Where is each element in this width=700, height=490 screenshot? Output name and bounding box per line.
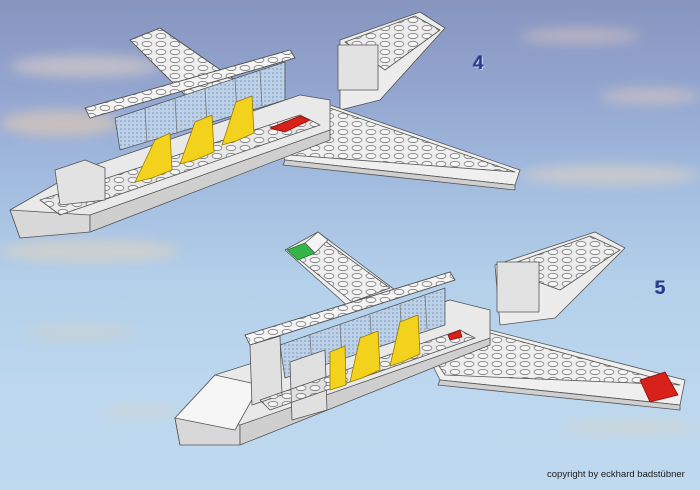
step-number-4: 4 bbox=[473, 53, 484, 74]
cloud bbox=[560, 420, 700, 434]
cloud bbox=[600, 88, 700, 104]
step-4-airplane bbox=[9, 11, 521, 239]
cloud bbox=[10, 55, 160, 77]
cloud bbox=[0, 240, 180, 262]
step-number-5: 5 bbox=[655, 278, 666, 299]
step-5-airplane bbox=[174, 231, 686, 446]
copyright-text: copyright by eckhard badstübner bbox=[547, 469, 685, 480]
seat-icon bbox=[134, 95, 255, 183]
cloud bbox=[100, 405, 180, 417]
cloud bbox=[520, 28, 640, 44]
cloud bbox=[25, 325, 135, 339]
cloud bbox=[520, 165, 700, 185]
seat-icon bbox=[329, 314, 421, 391]
